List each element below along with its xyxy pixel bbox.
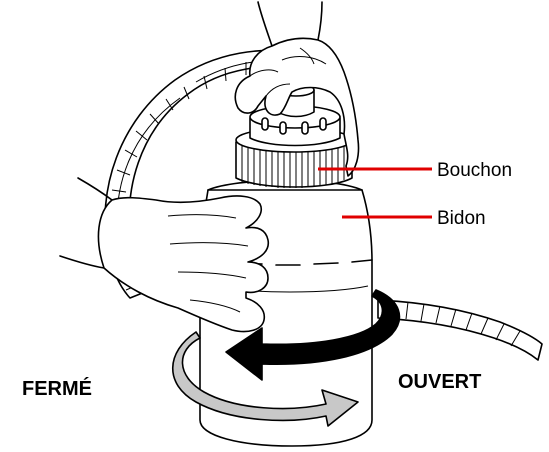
lower-gloved-hand [60,178,268,332]
close-direction-label: FERMÉ [22,377,92,400]
open-direction-label: OUVERT [398,371,481,393]
cap-label: Bouchon [437,160,512,181]
bottle-label: Bidon [437,208,486,229]
